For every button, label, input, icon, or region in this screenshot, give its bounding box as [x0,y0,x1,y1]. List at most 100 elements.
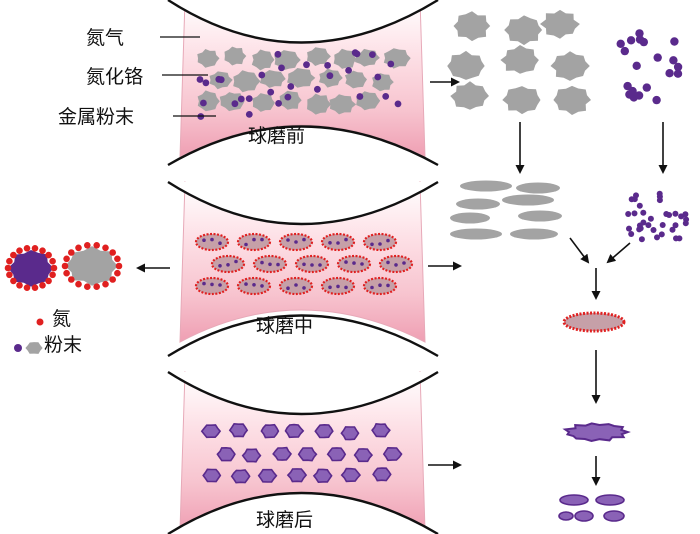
nitrided-particle [260,423,280,439]
embedded-crn-dot [218,241,222,245]
chromium-nitride-dot [314,85,321,93]
chromium-nitride-dot [374,73,382,81]
metal-powder-particle [219,92,245,112]
embedded-crn-dot [260,237,264,242]
legend-label-powder: 粉末 [44,334,82,356]
embedded-crn-dot [318,263,322,267]
separated-powder-particle [502,86,541,115]
final-fragment [574,510,594,522]
chromium-nitride-dot [274,50,282,58]
chromium-nitride-dot [326,72,334,80]
legend-label-nitrogen: 氮 [52,308,71,330]
metal-powder-particle [307,47,331,66]
separated-powder-particle [450,81,489,110]
label-metal-powder: 金属粉末 [58,106,134,128]
embedded-crn-dot [386,283,390,288]
nitrided-particle [230,469,251,484]
nitrided-particle [257,468,278,483]
nitrided-particle [272,446,293,461]
nitrided-particle [241,448,262,463]
metal-powder-particle [251,49,275,71]
embedded-crn-dot [344,285,348,290]
nitrogen-atom [84,242,91,249]
final-fragment [558,511,574,521]
embedded-crn-dot [360,262,364,266]
nitrogen-atom [31,245,39,252]
chromium-nitride-dot [324,62,331,69]
legend-crn-cluster [8,250,54,287]
nitrogen-atom [102,280,109,288]
metal-powder-particle [259,70,286,88]
chromium-nitride-dot [245,95,253,102]
fine-crn-dot [656,193,663,200]
separated-crn-dot [628,86,637,96]
embedded-crn-dot [252,283,256,287]
flattened-flake [518,210,562,222]
flattened-flake [460,180,512,192]
fine-crn-dot [672,210,679,217]
milled-composite-particle [236,232,272,252]
milled-composite-particle [362,232,398,252]
embedded-crn-dot [260,260,264,265]
legend-group [4,242,123,354]
embedded-crn-dot [294,283,298,287]
nitrogen-atom [75,244,82,252]
metal-powder-particle [329,94,357,115]
separated-crn-dot [653,53,662,62]
separated-crn-dot [635,35,645,44]
legend-crn-swatch [14,344,22,352]
fine-crn-dot [625,211,632,217]
nitrogen-atom [16,247,23,254]
flattened-flake [502,194,554,206]
nitrogen-atom [115,262,123,270]
ball-bottom-3 [167,491,439,534]
fine-crn-dot [636,222,643,229]
metal-powder-particle [197,49,220,68]
embedded-crn-dot [402,261,406,265]
separated-powder-particle [550,51,590,81]
chromium-nitride-dot [200,99,207,107]
embedded-crn-dot [370,285,374,290]
embedded-crn-dot [378,242,382,246]
arrow-group [136,77,668,486]
separated-powder-particle [553,85,591,115]
label-chromium-nitride: 氮化铬 [86,66,143,88]
nitrided-particle [382,446,403,462]
final-fragment [603,510,625,522]
embedded-crn-dot [218,283,222,287]
separated-powder-particle [540,9,580,39]
fine-crn-dot [659,222,666,228]
embedded-crn-dot [328,241,332,245]
nitrided-particle [372,467,392,482]
milled-composite-particle [194,232,230,252]
nitrogen-atom [6,271,13,279]
embedded-crn-dot [260,284,264,288]
embedded-crn-dot [344,237,348,242]
legend-powder-swatch [25,342,43,354]
final-fragment [559,494,589,506]
embedded-crn-dot [286,286,290,291]
nitrogen-atom [45,251,52,259]
legend-nitrogen-swatch [36,318,44,326]
embedded-crn-dot [226,263,230,267]
nitrogen-atom [68,249,75,256]
embedded-crn-dot [336,284,340,289]
embedded-crn-dot [344,260,348,264]
chromium-nitride-dot [202,79,210,87]
chromium-nitride-dot [303,61,310,69]
chromium-nitride-dot [275,100,282,107]
metal-powder-particle [307,93,332,115]
fine-crn-dot [669,226,676,233]
nitrided-particle [340,426,360,441]
separated-crn-dot [673,69,683,78]
stage-label-after: 球磨后 [256,509,313,531]
nitrided-particle [340,467,362,483]
nitrogen-atom [63,269,70,277]
label-leader-lines [160,36,216,117]
nitrided-particle [312,468,333,484]
nitrided-flake [562,422,631,443]
chromium-nitride-dot [278,64,285,72]
embedded-crn-dot [286,238,290,242]
legend-powder-cluster [65,246,118,286]
